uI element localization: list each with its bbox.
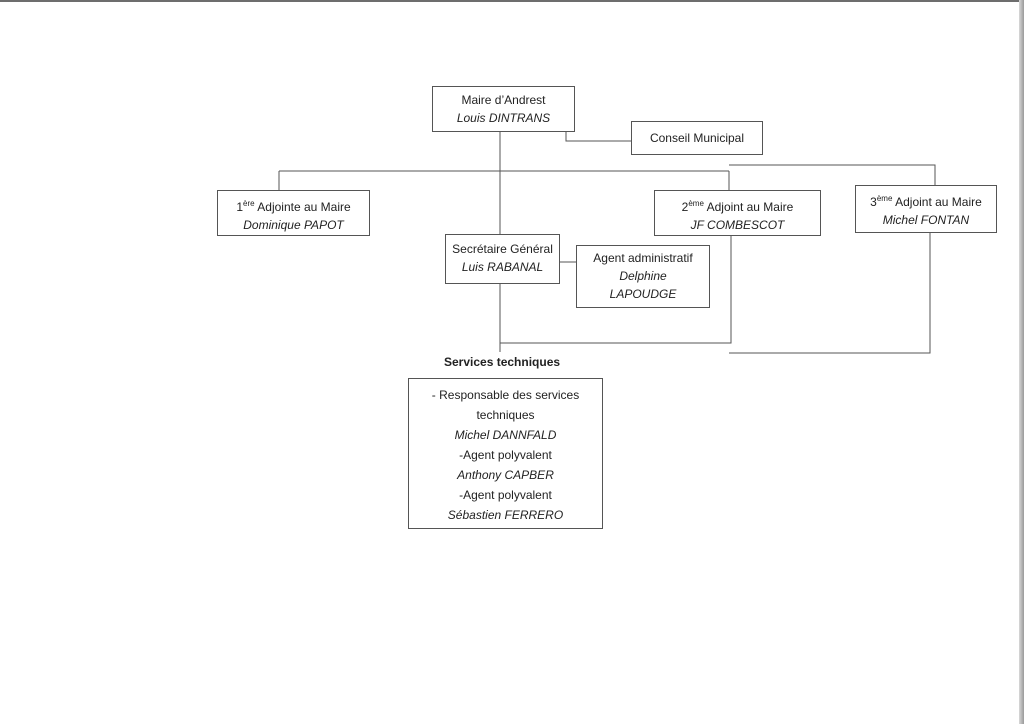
adjoint1-title: Adjointe au Maire <box>257 200 351 214</box>
agent-admin-name-last: LAPOUDGE <box>609 287 677 301</box>
scan-top-edge <box>0 0 1024 2</box>
maire-title: Maire d’Andrest <box>461 93 546 107</box>
adjoint2-box: 2ème Adjoint au Maire JF COMBESCOT <box>654 190 821 236</box>
adjoint1-name: Dominique PAPOT <box>243 218 344 232</box>
connector-maire-conseil <box>565 131 631 142</box>
services-agent2-role: -Agent polyvalent <box>459 488 552 502</box>
agent-admin-box: Agent administratif Delphine LAPOUDGE <box>576 245 710 308</box>
secretaire-box: Secrétaire Général Luis RABANAL <box>445 234 560 284</box>
maire-name: Louis DINTRANS <box>456 111 551 125</box>
services-agent1-name: Anthony CAPBER <box>457 468 554 482</box>
adjoint1-ordinal: 1 <box>236 200 244 214</box>
adjoint2-ordinal-suffix: ème <box>688 199 704 208</box>
services-heading: Services techniques <box>444 355 561 369</box>
adjoint1-box: 1ère Adjointe au Maire Dominique PAPOT <box>217 190 370 236</box>
agent-admin-name-first: Delphine <box>619 269 667 283</box>
services-resp-title-1: - Responsable des services <box>431 388 580 402</box>
adjoint3-ordinal-suffix: ème <box>876 194 893 203</box>
conseil-title: Conseil Municipal <box>649 131 745 145</box>
adjoint2-name: JF COMBESCOT <box>690 218 785 232</box>
adjoint2-title: Adjoint au Maire <box>706 200 794 214</box>
adjoint2-ordinal: 2 <box>681 200 689 214</box>
adjoint2-title-line: 2ème Adjoint au Maire <box>655 195 820 216</box>
maire-box: Maire d’Andrest Louis DINTRANS <box>432 86 575 132</box>
agent-admin-title: Agent administratif <box>593 251 693 265</box>
adjoint1-title-line: 1ère Adjointe au Maire <box>218 195 369 216</box>
secretaire-title: Secrétaire Général <box>452 242 553 256</box>
adjoint3-ordinal: 3 <box>870 195 877 209</box>
conseil-box: Conseil Municipal <box>631 121 763 155</box>
secretaire-name: Luis RABANAL <box>461 260 544 274</box>
adjoint1-ordinal-suffix: ère <box>243 199 255 208</box>
scan-right-edge <box>1019 0 1024 724</box>
services-resp-name: Michel DANNFALD <box>454 428 557 442</box>
adjoint3-title: Adjoint au Maire <box>895 195 982 209</box>
services-resp-title-2: techniques <box>476 408 535 422</box>
connector-adjoint2-services <box>500 236 732 344</box>
adjoint3-box: 3ème Adjoint au Maire Michel FONTAN <box>855 185 997 233</box>
services-agent1-role: -Agent polyvalent <box>459 448 552 462</box>
services-box: - Responsable des services techniques Mi… <box>408 378 603 529</box>
connector-to-adjoint3 <box>729 164 936 185</box>
adjoint3-title-line: 3ème Adjoint au Maire <box>856 190 996 211</box>
adjoint3-name: Michel FONTAN <box>882 213 970 227</box>
connector-adjoint3-services <box>729 232 931 354</box>
services-agent2-name: Sébastien FERRERO <box>447 508 564 522</box>
